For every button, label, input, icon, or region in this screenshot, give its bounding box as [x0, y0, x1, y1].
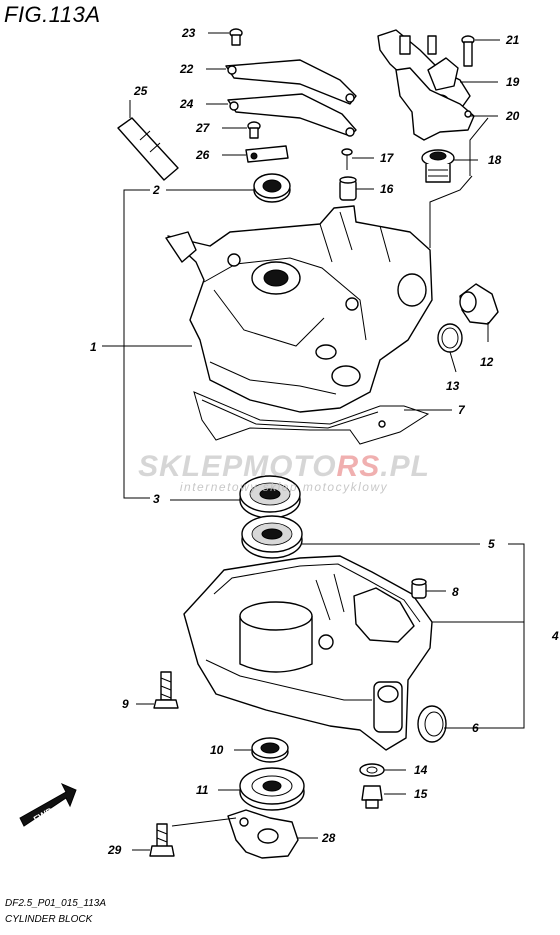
callout-24: 24	[179, 97, 194, 111]
part-2-oil-seal	[166, 173, 291, 203]
callout-18: 18	[488, 153, 502, 167]
callout-19: 19	[506, 75, 520, 89]
part-6-oil-seal	[417, 705, 468, 743]
callout-16: 16	[380, 182, 394, 196]
callout-13: 13	[446, 379, 460, 393]
part-21-bolt	[461, 35, 500, 67]
part-12-plug	[459, 283, 499, 342]
callout-23: 23	[181, 26, 196, 40]
callout-6: 6	[472, 721, 479, 735]
watermark: SKLEPMOTORS.PL internetowy sklep motocyk…	[94, 450, 474, 494]
callout-29: 29	[107, 843, 122, 857]
part-22-plate	[206, 59, 357, 105]
part-27-bolt	[222, 121, 261, 139]
part-8-pin	[411, 578, 446, 599]
figure-name: CYLINDER BLOCK	[5, 914, 93, 925]
watermark-subtitle: internetowy sklep motocyklowy	[179, 480, 389, 494]
callout-14: 14	[414, 763, 428, 777]
callout-10: 10	[210, 743, 224, 757]
watermark-brand: SKLEPMOTORS.PL	[94, 450, 474, 484]
watermark-brand-accent: RS	[336, 450, 381, 483]
callout-27: 27	[195, 121, 211, 135]
callout-11: 11	[196, 783, 209, 797]
callout-4: 4	[551, 629, 559, 643]
part-14-washer	[359, 763, 406, 777]
callout-15: 15	[414, 787, 428, 801]
figure-code: DF2.5_P01_015_113A	[5, 898, 107, 909]
part-16-dowel	[339, 176, 374, 201]
part-4-crankcase	[183, 555, 524, 751]
part-13-o-ring	[437, 323, 463, 373]
part-20-gasket	[395, 67, 498, 141]
part-9-bolt	[136, 671, 179, 709]
part-5-bearing	[241, 515, 480, 559]
part-15-drain-plug	[361, 785, 406, 809]
part-3-bearing	[170, 475, 301, 519]
callout-1: 1	[90, 340, 97, 354]
bracket-thermostat	[429, 117, 489, 248]
watermark-brand-tail: .PL	[380, 450, 430, 483]
callout-20: 20	[505, 109, 520, 123]
callout-5: 5	[488, 537, 495, 551]
figure-title: FIG.113A	[4, 2, 101, 27]
part-26-clip	[222, 145, 289, 163]
callout-2: 2	[152, 183, 160, 197]
part-18-thermostat	[421, 149, 478, 183]
watermark-brand-main: SKLEPMOTO	[138, 450, 337, 483]
part-28-cover	[227, 809, 318, 859]
callout-9: 9	[122, 697, 129, 711]
callout-3: 3	[153, 492, 160, 506]
part-11-seal-housing	[218, 767, 305, 811]
part-24-plate	[206, 93, 357, 137]
part-29-bolt	[132, 817, 237, 857]
callout-21: 21	[505, 33, 520, 47]
fwd-arrow-icon	[19, 783, 77, 827]
callout-7: 7	[458, 403, 466, 417]
callout-labels: 1 2 3 4 5 6 7 8 9 10 11 12 13 14 15 16 1…	[90, 26, 559, 857]
callout-26: 26	[195, 148, 210, 162]
callout-25: 25	[133, 84, 148, 98]
bracket-part-4	[460, 543, 525, 729]
callout-8: 8	[452, 585, 459, 599]
part-1-cylinder-block	[102, 205, 433, 413]
part-23-bolt	[208, 28, 243, 46]
callout-17: 17	[380, 151, 395, 165]
bracket-part-1	[123, 189, 150, 499]
callout-12: 12	[480, 355, 494, 369]
part-10-oil-seal	[234, 737, 289, 763]
callout-22: 22	[179, 62, 194, 76]
part-17-screw	[341, 148, 374, 170]
part-7-gasket	[193, 391, 452, 445]
callout-28: 28	[321, 831, 336, 845]
part-25-hose	[117, 100, 179, 181]
